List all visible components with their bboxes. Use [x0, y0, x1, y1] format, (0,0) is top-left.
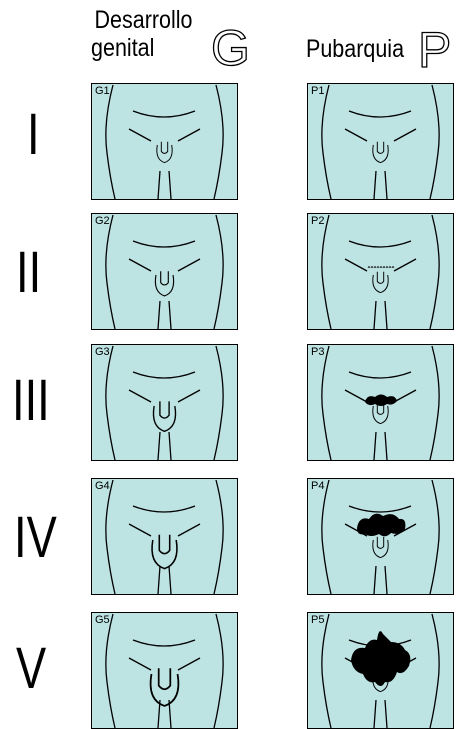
stage-illustration: [307, 478, 454, 595]
stage-label-5: V: [16, 640, 46, 698]
stage-tag: G3: [95, 346, 110, 358]
genital-stage-panel-1: G1: [91, 83, 238, 200]
stage-tag: G5: [95, 614, 110, 626]
genital-header-line1: Desarrollo: [79, 6, 208, 34]
pubic-stage-panel-3: P3: [307, 344, 454, 461]
stage-tag: P3: [311, 346, 324, 358]
stage-illustration: [307, 612, 454, 729]
stage-label-2: II: [16, 244, 41, 302]
stage-illustration: [91, 478, 238, 595]
genital-header-line2: genital: [79, 34, 208, 62]
stage-label-4: IV: [14, 509, 57, 567]
stage-tag: P2: [311, 215, 324, 227]
penis: [377, 142, 383, 154]
stage-illustration: [91, 213, 238, 330]
genital-development-header: Desarrollo genital: [79, 6, 208, 62]
genital-stage-panel-2: G2: [91, 213, 238, 330]
stage-illustration: [307, 213, 454, 330]
stage-illustration: [91, 344, 238, 461]
panel-background: [308, 214, 454, 330]
panel-background: [308, 479, 454, 595]
penis: [159, 668, 171, 689]
penis: [377, 272, 383, 284]
stage-tag: P5: [311, 614, 324, 626]
stage-tag: G2: [95, 215, 110, 227]
stage-tag: P4: [311, 480, 324, 492]
penis: [160, 401, 169, 418]
penis: [159, 535, 169, 554]
panel-background: [308, 84, 454, 200]
genital-stage-panel-3: G3: [91, 344, 238, 461]
penis: [377, 537, 383, 549]
stage-tag: G1: [95, 85, 110, 97]
pubic-stage-panel-5: P5: [307, 612, 454, 729]
pubarche-header: Pubarquia: [306, 35, 426, 63]
stage-tag: G4: [95, 480, 110, 492]
pubic-stage-panel-1: P1: [307, 83, 454, 200]
pubarche-letter-p: P: [418, 25, 451, 75]
stage-illustration: [307, 344, 454, 461]
stage-illustration: [91, 612, 238, 729]
genital-stage-panel-5: G5: [91, 612, 238, 729]
pubarche-header-line1: Pubarquia: [306, 35, 426, 63]
pubic-stage-panel-4: P4: [307, 478, 454, 595]
stage-illustration: [307, 83, 454, 200]
stage-illustration: [91, 83, 238, 200]
penis: [161, 271, 169, 285]
genital-letter-g: G: [211, 23, 250, 73]
stage-tag: P1: [311, 85, 324, 97]
panel-background: [92, 84, 238, 200]
stage-label-3: III: [12, 372, 50, 430]
genital-stage-panel-4: G4: [91, 478, 238, 595]
stage-label-1: I: [27, 106, 40, 164]
pubic-stage-panel-2: P2: [307, 213, 454, 330]
penis: [161, 142, 167, 154]
